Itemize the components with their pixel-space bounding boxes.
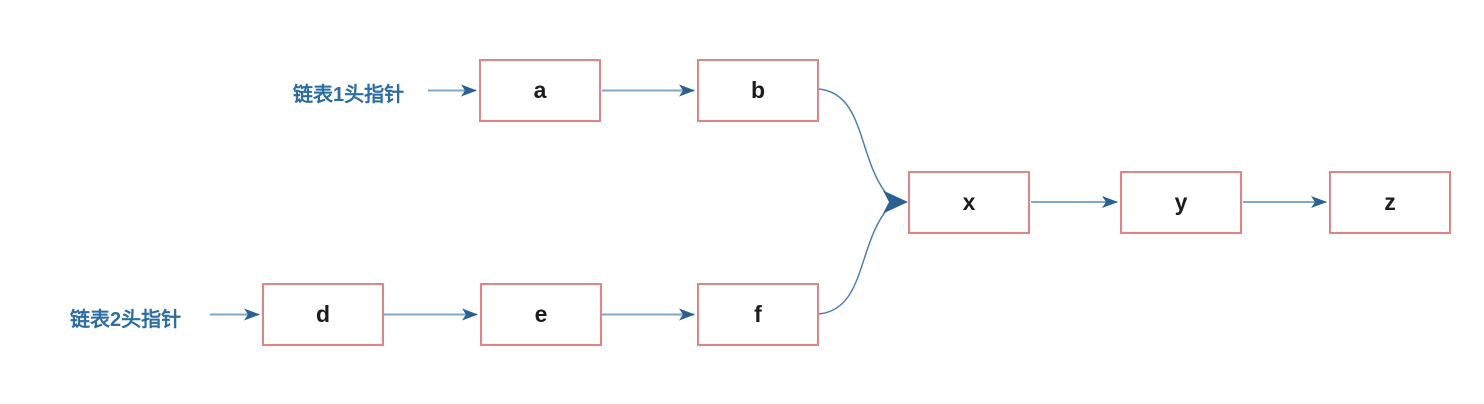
edge-f-x [818, 206, 890, 315]
node-a: a [479, 59, 601, 122]
list2-head-pointer-label: 链表2头指针 [70, 309, 182, 331]
edge-b-x [818, 88, 890, 198]
node-y: y [1120, 171, 1242, 234]
node-x: x [908, 171, 1030, 234]
merge-arrowhead-icon [883, 190, 908, 214]
node-f: f [697, 283, 819, 346]
list1-head-pointer-label: 链表1头指针 [293, 84, 405, 106]
node-d: d [262, 283, 384, 346]
node-b: b [697, 59, 819, 122]
node-e: e [480, 283, 602, 346]
node-z: z [1329, 171, 1451, 234]
